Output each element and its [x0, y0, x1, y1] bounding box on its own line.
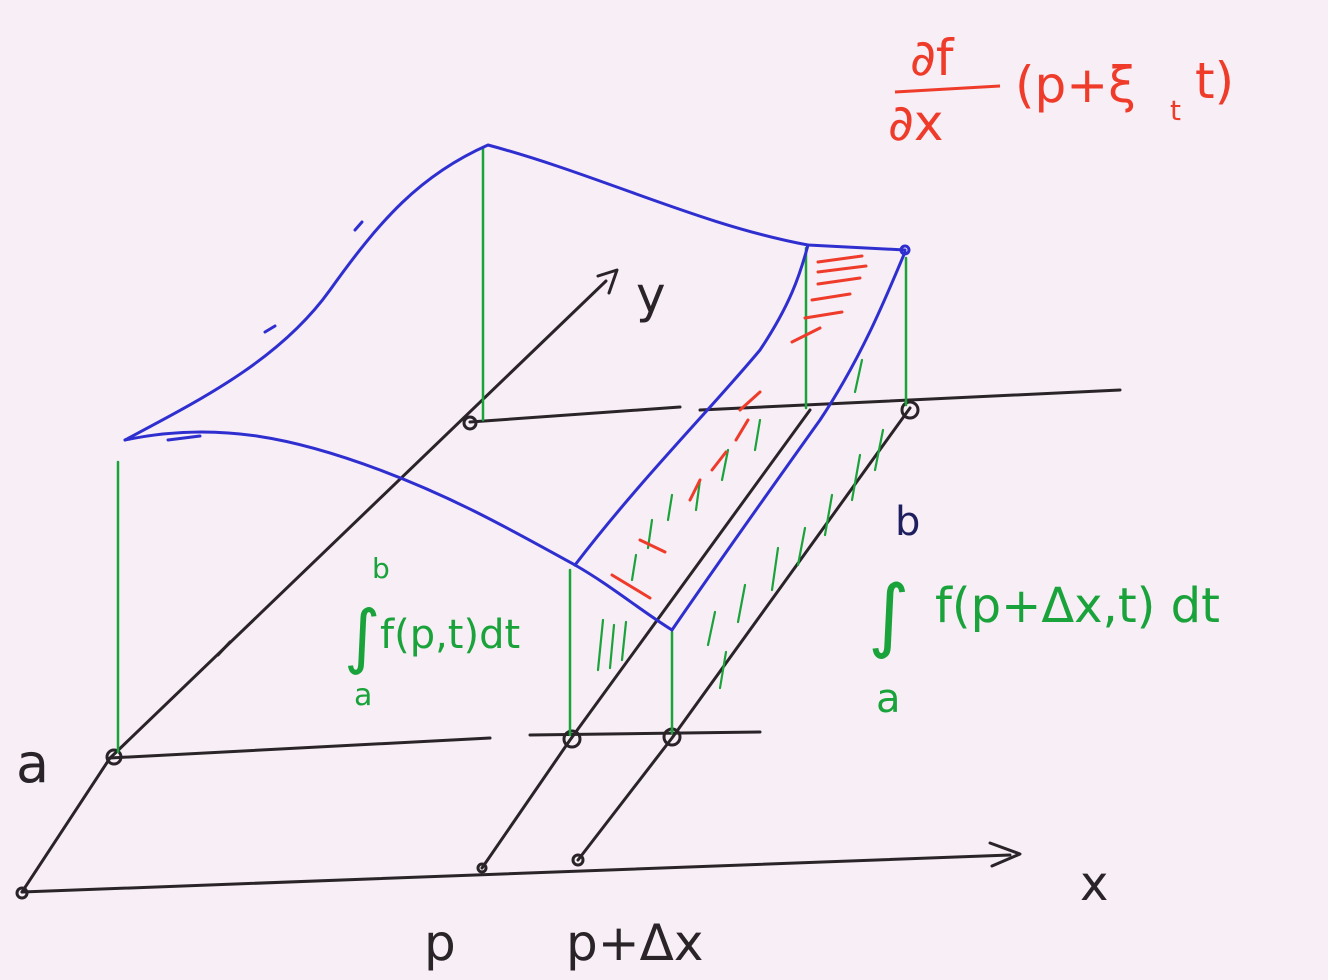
integral-left-sign: ∫	[344, 595, 380, 677]
hatch	[850, 453, 862, 502]
derivative-numerator: ∂f	[910, 29, 955, 87]
point-pdx-b	[900, 400, 920, 420]
point-pdx	[571, 853, 585, 867]
surface-outline	[123, 143, 907, 632]
line-y-equals-a	[108, 730, 762, 760]
integral-right-upper: b	[895, 499, 920, 545]
integral-left-lower: a	[354, 678, 372, 713]
point-b-axis	[462, 415, 478, 431]
strip-edge-at-p-dx	[670, 250, 907, 632]
surface-dash	[353, 220, 364, 232]
surface-dash	[263, 324, 277, 334]
hatch	[853, 358, 864, 394]
integral-right-integrand: f(p+Δx,t) dt	[935, 578, 1220, 634]
slab-hatching	[596, 358, 885, 690]
x-axis-arrowhead	[988, 841, 1022, 868]
derivative-denominator: ∂x	[888, 94, 943, 152]
x-axis-label: x	[1080, 856, 1108, 912]
corner-dot	[899, 244, 911, 256]
p-label: p	[424, 914, 456, 972]
red-hatch	[803, 310, 844, 320]
hatch	[630, 553, 638, 582]
extra-tick	[216, 640, 232, 657]
red-hatch	[816, 276, 862, 286]
red-hatch	[738, 390, 762, 412]
fraction-bar	[894, 84, 1001, 94]
line-y-equals-b	[468, 388, 1122, 424]
red-hatch	[610, 573, 652, 600]
y-axis-label: y	[636, 266, 666, 324]
hatch	[873, 428, 885, 472]
hatch	[620, 620, 628, 662]
hatch	[720, 448, 730, 482]
hatch	[608, 623, 616, 670]
p-plus-dx-label: p+Δx	[566, 914, 703, 972]
line-x-equals-p-dx	[576, 406, 912, 862]
red-hatch	[790, 326, 822, 344]
strip-edge-at-p	[573, 243, 810, 567]
red-hatch	[816, 254, 864, 264]
line-x-equals-p	[480, 408, 812, 870]
strip-end-near	[573, 563, 674, 632]
height-lines	[116, 146, 908, 754]
grid-points	[15, 400, 920, 900]
point-origin	[15, 886, 29, 900]
red-hatch	[816, 264, 868, 274]
integral-right-sign: ∫	[868, 568, 910, 661]
surface-edge-front	[123, 430, 577, 567]
left-edge-line	[20, 756, 112, 894]
point-p-a	[562, 729, 582, 749]
red-hatch	[688, 478, 702, 502]
integral-left: b ∫ f(p,t)dt a	[344, 552, 520, 713]
integral-right: b ∫ f(p+Δx,t) dt a	[868, 499, 1220, 722]
hatch	[796, 526, 807, 567]
hatch	[666, 493, 674, 522]
axis-label-group: x y a p p+Δx	[16, 266, 1108, 972]
red-hatch	[734, 418, 750, 442]
hatch	[706, 610, 717, 647]
integral-right-lower: a	[876, 676, 901, 722]
hatch	[596, 618, 605, 672]
derivative-hatching	[610, 254, 868, 600]
hatch	[823, 493, 834, 537]
derivative-tail: t)	[1195, 52, 1234, 110]
hatch	[694, 478, 702, 512]
integral-left-upper: b	[372, 552, 390, 585]
y-axis-arrowhead	[596, 268, 619, 295]
x-axis-line	[20, 853, 1012, 894]
surface-edge-back	[123, 143, 907, 442]
hatch	[718, 650, 728, 690]
derivative-subscript: t	[1170, 94, 1181, 127]
integral-left-integrand: f(p,t)dt	[380, 612, 520, 658]
hatch	[753, 418, 762, 452]
surface-dash	[166, 434, 202, 442]
hatch	[770, 546, 780, 592]
point-a-axis	[105, 748, 123, 766]
red-hatch	[810, 292, 852, 302]
derivative-formula: ∂f ∂x (p+ξ t t)	[888, 29, 1234, 152]
y-axis-line	[106, 279, 608, 762]
red-hatch	[710, 450, 728, 472]
a-label: a	[16, 732, 49, 795]
base-axes	[20, 268, 1122, 894]
red-hatch	[638, 538, 667, 554]
point-p	[476, 862, 488, 874]
hatch	[736, 583, 747, 624]
derivative-argument: (p+ξ	[1015, 56, 1136, 114]
